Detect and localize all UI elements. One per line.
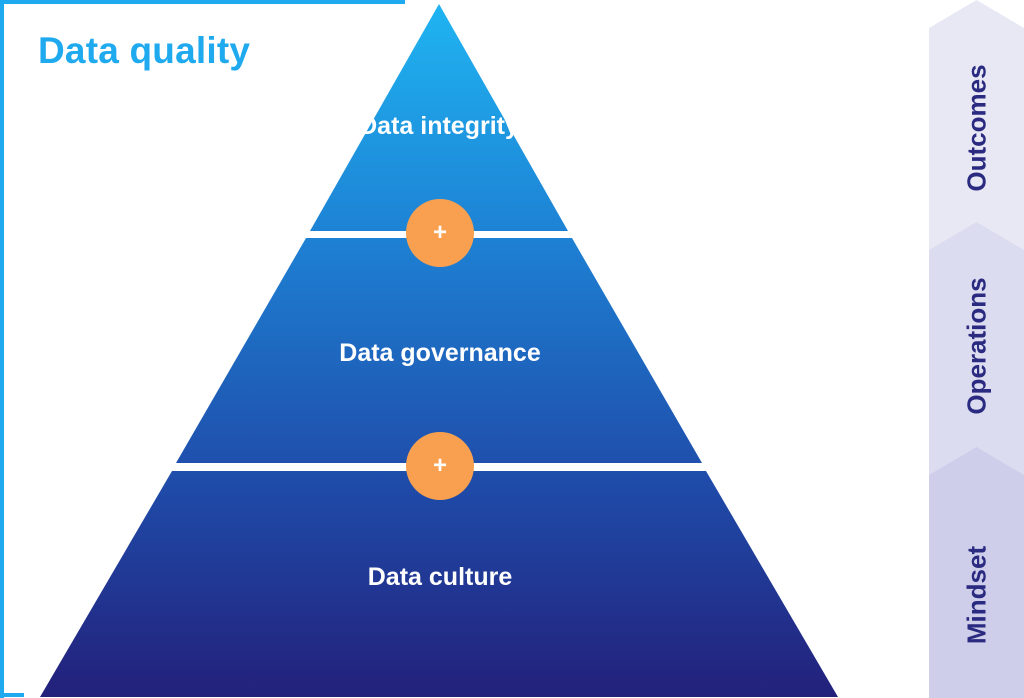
diagram-title: Data quality xyxy=(38,30,251,71)
side-step-mindset: Mindset xyxy=(929,445,1024,698)
pyramid xyxy=(40,4,838,697)
pyramid-layer-bottom xyxy=(40,471,838,697)
data-quality-bracket xyxy=(0,0,405,698)
pyramid-layer-top xyxy=(310,4,568,231)
side-step-label-mindset: Mindset xyxy=(961,545,991,645)
side-step-label-operations: Operations xyxy=(961,277,991,415)
layer-label-data-governance: Data governance xyxy=(339,339,541,367)
layer-label-data-integrity: Data integrity xyxy=(359,112,519,140)
side-step-label-outcomes: Outcomes xyxy=(961,64,991,192)
pyramid-layer-middle xyxy=(176,238,702,463)
side-step-outcomes: Outcomes xyxy=(929,0,1024,250)
side-step-operations: Operations xyxy=(929,221,1024,475)
plus-connector-upper: + xyxy=(406,199,474,267)
layer-label-data-culture: Data culture xyxy=(367,563,513,591)
plus-connector-lower: + xyxy=(406,432,474,500)
